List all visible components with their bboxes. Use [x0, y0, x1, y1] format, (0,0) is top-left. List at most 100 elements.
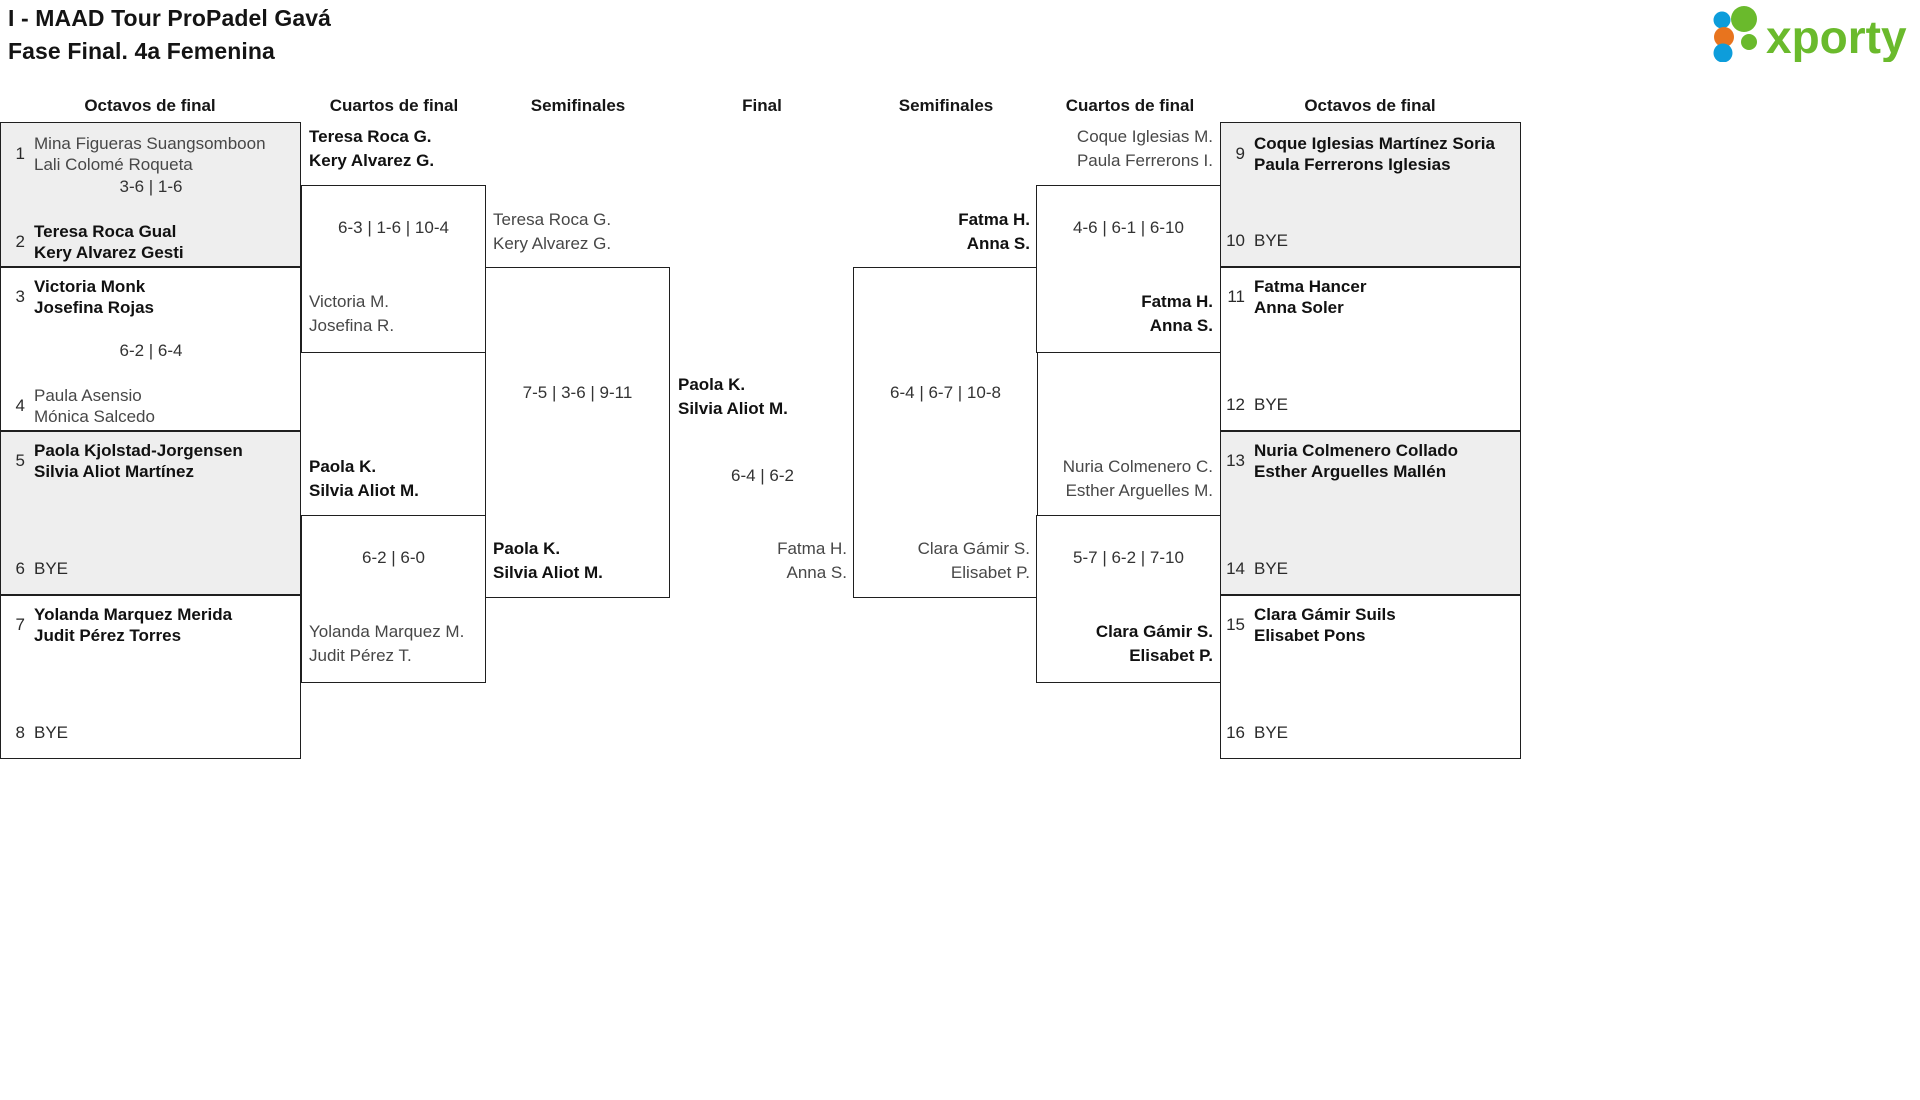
player-2: Paula Ferrerons Iglesias	[1254, 155, 1451, 174]
seed-entry-10[interactable]: 10 BYE	[1226, 230, 1288, 251]
team-names: BYE	[1254, 230, 1288, 251]
player-2: Esther Arguelles Mallén	[1254, 462, 1447, 481]
match-box-octavos-l1[interactable]	[0, 122, 301, 267]
team-names: BYE	[1254, 394, 1288, 415]
seed-entry-6[interactable]: 6 BYE	[6, 558, 69, 579]
seed-entry-14[interactable]: 14 BYE	[1226, 558, 1288, 579]
player-2: Silvia Aliot Martínez	[34, 462, 194, 481]
round-header-semis-left: Semifinales	[530, 96, 626, 115]
seed-entry-4[interactable]: 4 Paula Asensio Mónica Salcedo	[6, 385, 155, 427]
player-1: BYE	[1254, 395, 1289, 414]
semis-r1-team-bottom[interactable]: Clara Gámir S. Elisabet P.	[853, 537, 1030, 585]
seed-entry-9[interactable]: 9 Coque Iglesias Martínez Soria Paula Fe…	[1226, 133, 1495, 175]
seed-number: 2	[15, 232, 25, 251]
player-1: Victoria M.	[309, 292, 389, 311]
seed-number: 3	[15, 287, 25, 306]
team-names: BYE	[1254, 558, 1288, 579]
cuartos-r2-team-top[interactable]: Nuria Colmenero C. Esther Arguelles M.	[1036, 455, 1213, 503]
seed-number: 11	[1227, 287, 1245, 306]
cuartos-l1-team-bottom[interactable]: Victoria M. Josefina R.	[309, 290, 394, 338]
match-box-cuartos-l2[interactable]	[301, 515, 486, 683]
seed-entry-8[interactable]: 8 BYE	[6, 722, 69, 743]
seed-entry-1[interactable]: 1 Mina Figueras Suangsomboon Lali Colomé…	[6, 133, 266, 175]
match-box-cuartos-l1[interactable]	[301, 185, 486, 353]
seed-number: 9	[1235, 144, 1245, 163]
match-box-octavos-r4[interactable]	[1220, 595, 1521, 759]
player-2: Elisabet Pons	[1254, 626, 1366, 645]
player-1: Clara Gámir Suils	[1254, 605, 1396, 624]
score-cuartos-l1: 6-3 | 1-6 | 10-4	[338, 218, 449, 237]
xporty-logo: xporty	[1713, 6, 1907, 62]
player-1: Fatma H.	[958, 210, 1030, 229]
team-names: Paola Kjolstad-Jorgensen Silvia Aliot Ma…	[34, 440, 243, 482]
semis-l1-team-top[interactable]: Teresa Roca G. Kery Alvarez G.	[493, 208, 611, 256]
final-runner-up[interactable]: Fatma H. Anna S.	[670, 537, 847, 585]
match-box-semis-r1[interactable]	[853, 267, 1038, 598]
cuartos-r2-team-bottom[interactable]: Clara Gámir S. Elisabet P.	[1036, 620, 1213, 668]
player-1: Fatma H.	[777, 539, 847, 558]
cuartos-l1-team-top[interactable]: Teresa Roca G. Kery Alvarez G.	[309, 125, 434, 173]
player-1: Nuria Colmenero Collado	[1254, 441, 1459, 460]
seed-entry-12[interactable]: 12 BYE	[1226, 394, 1288, 415]
seed-number: 12	[1226, 395, 1245, 414]
player-1: Mina Figueras Suangsomboon	[34, 134, 266, 153]
cuartos-r1-team-bottom[interactable]: Fatma H. Anna S.	[1036, 290, 1213, 338]
player-1: Paola Kjolstad-Jorgensen	[34, 441, 243, 460]
seed-entry-13[interactable]: 13 Nuria Colmenero Collado Esther Arguel…	[1226, 440, 1458, 482]
team-names: Victoria Monk Josefina Rojas	[34, 276, 154, 318]
team-names: Nuria Colmenero Collado Esther Arguelles…	[1254, 440, 1458, 482]
player-2: Paula Ferrerons I.	[1076, 151, 1213, 170]
score-octavos-l2: 6-2 | 6-4	[119, 341, 183, 360]
seed-entry-3[interactable]: 3 Victoria Monk Josefina Rojas	[6, 276, 154, 318]
match-box-octavos-l2[interactable]	[0, 267, 301, 431]
round-header-semis-right: Semifinales	[898, 96, 994, 115]
match-box-octavos-r3[interactable]	[1220, 431, 1521, 595]
match-box-octavos-r2[interactable]	[1220, 267, 1521, 431]
match-box-cuartos-r1[interactable]	[1036, 185, 1221, 353]
team-names: Paula Asensio Mónica Salcedo	[34, 385, 155, 427]
seed-entry-7[interactable]: 7 Yolanda Marquez Merida Judit Pérez Tor…	[6, 604, 233, 646]
player-2: Judit Pérez Torres	[34, 626, 182, 645]
team-names: Yolanda Marquez Merida Judit Pérez Torre…	[34, 604, 232, 646]
match-box-octavos-l3[interactable]	[0, 431, 301, 595]
match-box-octavos-l4[interactable]	[0, 595, 301, 759]
team-names: Teresa Roca Gual Kery Alvarez Gesti	[34, 221, 184, 263]
seed-entry-15[interactable]: 15 Clara Gámir Suils Elisabet Pons	[1226, 604, 1396, 646]
score-cuartos-l2: 6-2 | 6-0	[361, 548, 425, 567]
tournament-phase: Fase Final. 4a Femenina	[8, 38, 275, 64]
semis-l1-team-bottom[interactable]: Paola K. Silvia Aliot M.	[493, 537, 603, 585]
player-1: BYE	[1254, 723, 1289, 742]
team-names: BYE	[34, 558, 68, 579]
player-1: Clara Gámir S.	[1095, 622, 1213, 641]
player-2: Josefina R.	[309, 316, 395, 335]
seed-entry-2[interactable]: 2 Teresa Roca Gual Kery Alvarez Gesti	[6, 221, 184, 263]
score-semis-r1: 6-4 | 6-7 | 10-8	[890, 383, 1001, 402]
seed-entry-16[interactable]: 16 BYE	[1226, 722, 1288, 743]
page-title: I - MAAD Tour ProPadel Gavá Fase Final. …	[8, 2, 331, 68]
seed-entry-11[interactable]: 11 Fatma Hancer Anna Soler	[1226, 276, 1366, 318]
team-names: BYE	[1254, 722, 1288, 743]
team-names: Mina Figueras Suangsomboon Lali Colomé R…	[34, 133, 266, 175]
final-winner[interactable]: Paola K. Silvia Aliot M.	[678, 373, 788, 421]
player-1: BYE	[34, 723, 69, 742]
cuartos-l2-team-top[interactable]: Paola K. Silvia Aliot M.	[309, 455, 419, 503]
round-header-octavos-left: Octavos de final	[84, 96, 216, 115]
seed-entry-5[interactable]: 5 Paola Kjolstad-Jorgensen Silvia Aliot …	[6, 440, 243, 482]
player-2: Josefina Rojas	[34, 298, 154, 317]
player-1: Yolanda Marquez M.	[309, 622, 465, 641]
seed-number: 4	[15, 396, 25, 415]
player-1: Victoria Monk	[34, 277, 146, 296]
score-cuartos-r2: 5-7 | 6-2 | 7-10	[1073, 548, 1184, 567]
match-box-octavos-r1[interactable]	[1220, 122, 1521, 267]
cuartos-l2-team-bottom[interactable]: Yolanda Marquez M. Judit Pérez T.	[309, 620, 464, 668]
match-box-cuartos-r2[interactable]	[1036, 515, 1221, 683]
player-1: Fatma H.	[1141, 292, 1213, 311]
semis-r1-team-top[interactable]: Fatma H. Anna S.	[853, 208, 1030, 256]
match-box-semis-l1[interactable]	[485, 267, 670, 598]
team-names: Fatma Hancer Anna Soler	[1254, 276, 1366, 318]
player-2: Elisabet P.	[950, 563, 1030, 582]
cuartos-r1-team-top[interactable]: Coque Iglesias M. Paula Ferrerons I.	[1036, 125, 1213, 173]
team-names: BYE	[34, 722, 68, 743]
player-2: Esther Arguelles M.	[1065, 481, 1213, 500]
